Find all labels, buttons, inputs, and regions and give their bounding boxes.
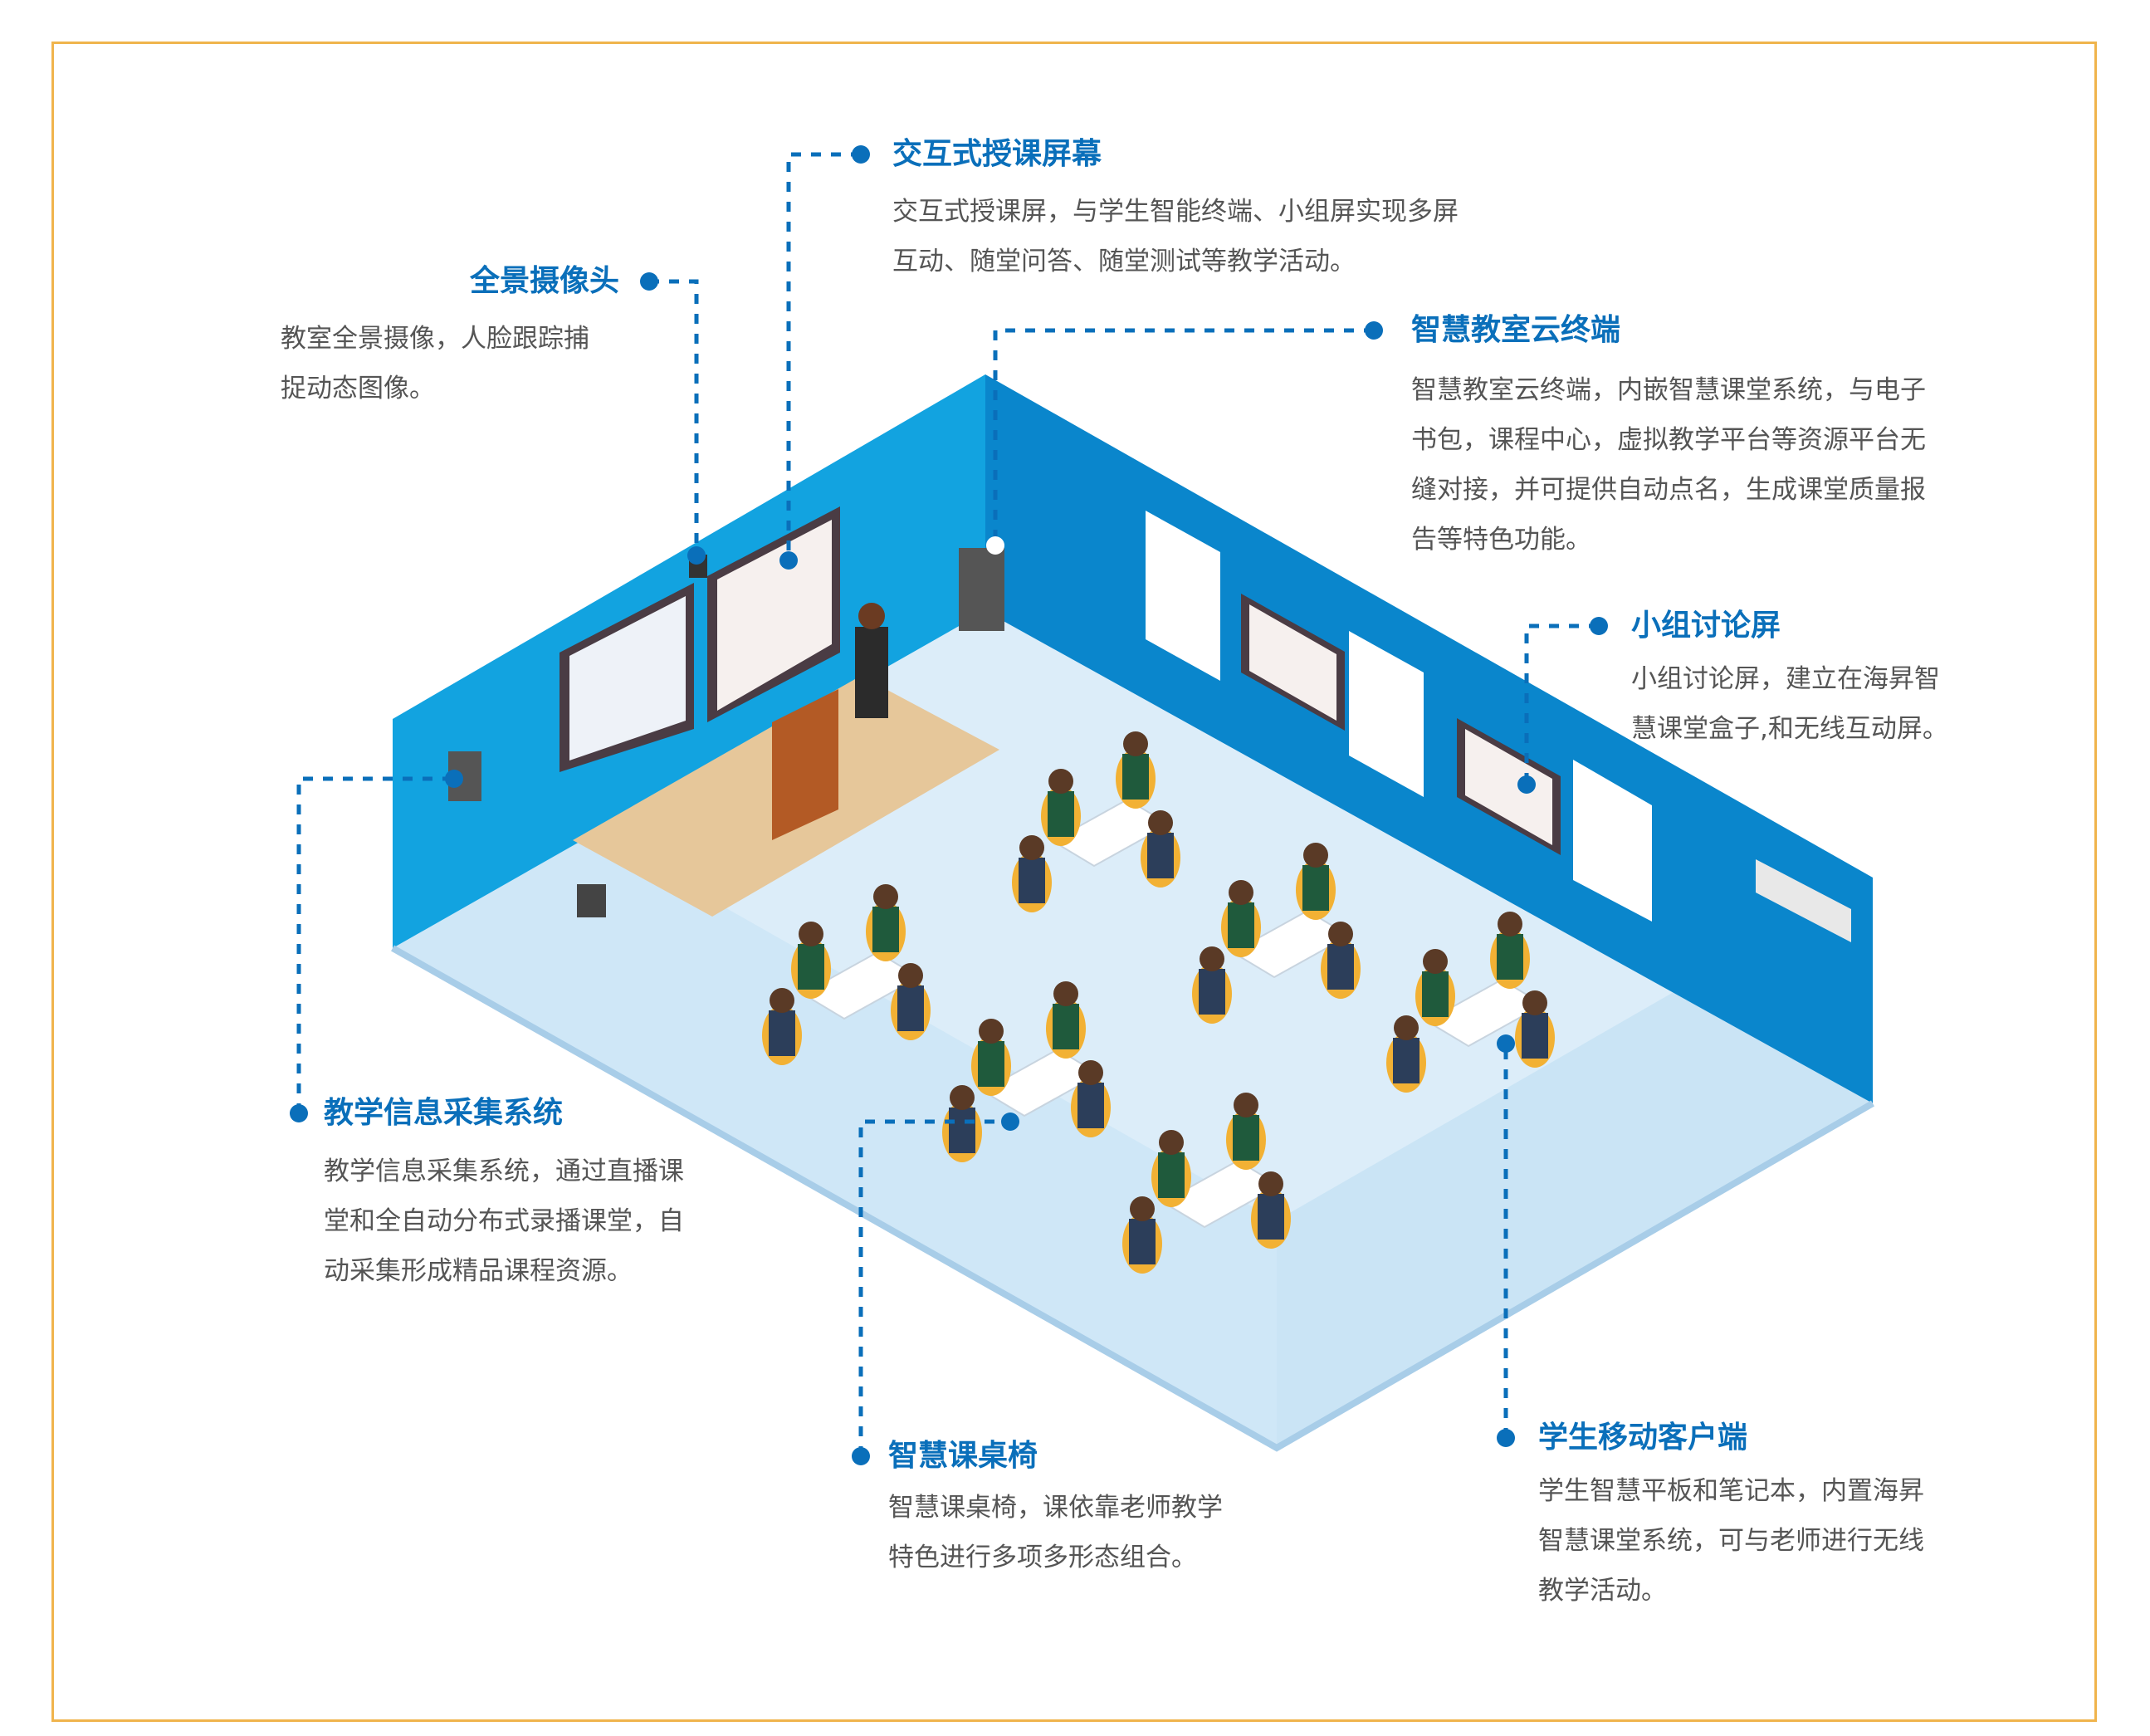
marker-dot bbox=[1497, 1429, 1515, 1447]
marker-dot bbox=[640, 272, 658, 291]
callout-desc-cloud: 智慧教室云终端，内嵌智慧课堂系统，与电子 书包，课程中心，虚拟教学平台等资源平台… bbox=[1411, 365, 1926, 565]
marker-dot bbox=[1590, 617, 1608, 635]
callout-title-camera: 全景摄像头 bbox=[469, 264, 619, 298]
desc-line: 智慧教室云终端，内嵌智慧课堂系统，与电子 bbox=[1411, 375, 1926, 405]
desk-group bbox=[762, 884, 931, 1065]
desc-line: 教学信息采集系统，通过直播课 bbox=[324, 1157, 684, 1186]
desc-line: 交互式授课屏，与学生智能终端、小组屏实现多屏 bbox=[892, 197, 1459, 227]
desc-line: 告等特色功能。 bbox=[1411, 525, 1591, 555]
teacher bbox=[855, 627, 888, 718]
marker-dot bbox=[852, 145, 870, 164]
callout-title-cloud: 智慧教室云终端 bbox=[1411, 313, 1621, 347]
desk-group bbox=[1386, 912, 1555, 1093]
marker-dot bbox=[290, 1104, 308, 1122]
desc-line: 动采集形成精品课程资源。 bbox=[324, 1256, 633, 1286]
desc-line: 小组讨论屏，建立在海昇智 bbox=[1631, 664, 1940, 694]
diagram-frame bbox=[51, 42, 2097, 1722]
desk-group bbox=[1012, 731, 1180, 912]
air-conditioner bbox=[1756, 859, 1851, 942]
leader-line-screen bbox=[786, 152, 861, 560]
desk-groups bbox=[762, 731, 1555, 1274]
desc-line: 学生智慧平板和笔记本，内置海昇 bbox=[1538, 1476, 1924, 1506]
callout-desc-camera: 教室全景摄像，人脸跟踪捕 捉动态图像。 bbox=[281, 314, 589, 413]
cloud-terminal bbox=[959, 548, 1004, 631]
callout-desc-mobile: 学生智慧平板和笔记本，内置海昇 智慧课堂系统，可与老师进行无线 教学活动。 bbox=[1538, 1466, 1924, 1616]
callout-desc-group: 小组讨论屏，建立在海昇智 慧课堂盒子,和无线互动屏。 bbox=[1631, 654, 1948, 754]
desc-line: 特色进行多项多形态组合。 bbox=[888, 1543, 1197, 1572]
marker-dot bbox=[852, 1447, 870, 1465]
callout-title-mobile: 学生移动客户端 bbox=[1538, 1421, 1748, 1455]
callout-desc-screen: 交互式授课屏，与学生智能终端、小组屏实现多屏 互动、随堂问答、随堂测试等教学活动… bbox=[892, 187, 1459, 286]
leader-line-camera bbox=[649, 279, 699, 555]
desc-line: 智慧课堂系统，可与老师进行无线 bbox=[1538, 1526, 1924, 1556]
leader-line-cloud bbox=[993, 328, 1374, 545]
desc-line: 互动、随堂问答、随堂测试等教学活动。 bbox=[892, 247, 1356, 276]
desc-line: 教学活动。 bbox=[1538, 1576, 1667, 1606]
callout-title-collect: 教学信息采集系统 bbox=[324, 1096, 564, 1130]
desc-line: 书包，课程中心，虚拟教学平台等资源平台无 bbox=[1411, 425, 1926, 455]
desc-line: 慧课堂盒子,和无线互动屏。 bbox=[1631, 714, 1948, 744]
podium bbox=[772, 689, 838, 840]
callout-desc-desk: 智慧课桌椅，课依靠老师教学 特色进行多项多形态组合。 bbox=[888, 1483, 1223, 1582]
desk-group bbox=[942, 981, 1111, 1162]
desc-line: 捉动态图像。 bbox=[281, 374, 435, 403]
callout-desc-collect: 教学信息采集系统，通过直播课 堂和全自动分布式录播课堂，自 动采集形成精品课程资… bbox=[324, 1147, 684, 1296]
callout-title-desk: 智慧课桌椅 bbox=[888, 1439, 1038, 1473]
desk-group bbox=[1122, 1093, 1291, 1274]
desc-line: 堂和全自动分布式录播课堂，自 bbox=[324, 1206, 684, 1236]
marker-dot bbox=[1365, 321, 1383, 340]
leader-line-group bbox=[1524, 623, 1599, 785]
front-left-glass-wall bbox=[393, 719, 1277, 1448]
desk-group bbox=[1192, 843, 1361, 1024]
desc-line: 教室全景摄像，人脸跟踪捕 bbox=[281, 324, 589, 354]
callout-title-group: 小组讨论屏 bbox=[1631, 609, 1781, 643]
desc-line: 智慧课桌椅，课依靠老师教学 bbox=[888, 1493, 1223, 1523]
callout-title-screen: 交互式授课屏幕 bbox=[892, 137, 1102, 171]
desc-line: 缝对接，并可提供自动点名，生成课堂质量报 bbox=[1411, 475, 1926, 505]
